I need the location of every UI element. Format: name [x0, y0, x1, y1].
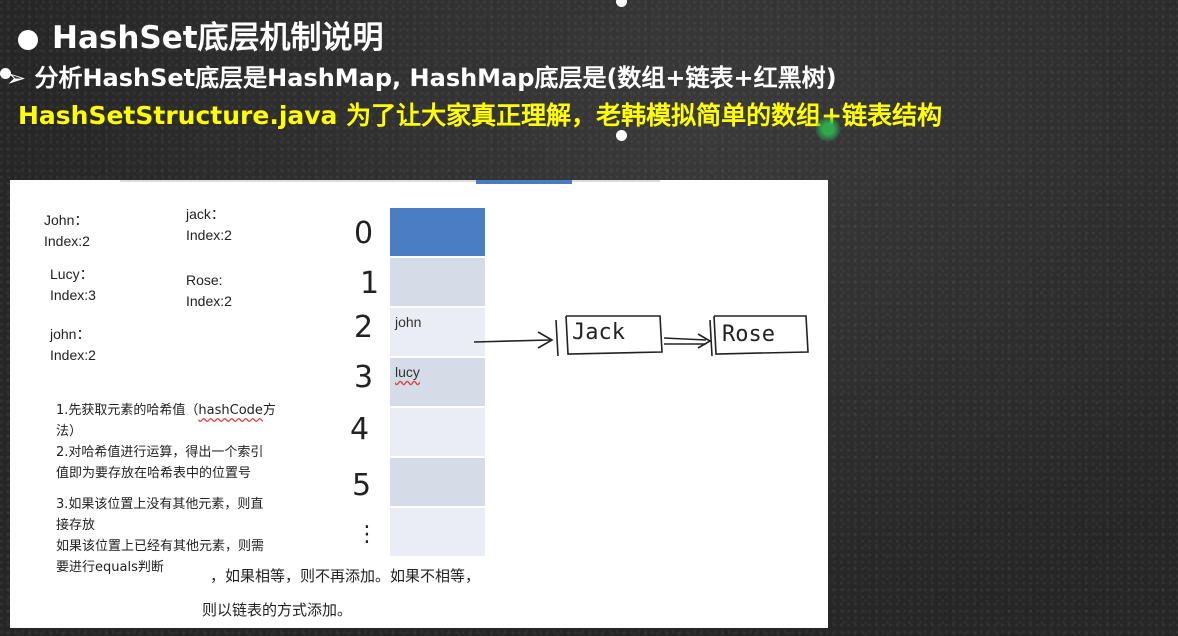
node-rose-left-bar [709, 319, 713, 357]
slide-title: HashSet底层机制说明 [18, 12, 384, 57]
selection-handle-left[interactable] [0, 68, 11, 79]
entry-john-upper: John： Index:2 [44, 210, 90, 252]
node-jack-box [565, 315, 663, 355]
entry-jack: jack： Index:2 [186, 204, 232, 246]
entry-index: Index:2 [50, 347, 96, 363]
entry-index: Index:2 [186, 293, 232, 309]
entry-john-lower: john： Index:2 [50, 324, 96, 366]
slot-value: lucy [395, 364, 420, 380]
node-rose-label: Rose [722, 322, 775, 347]
index-label-2: 2 [354, 310, 374, 345]
node-jack-label: Jack [572, 320, 625, 345]
step-3-line-3: 如果该位置上已经有其他元素，则需 [56, 539, 265, 554]
slide-highlight: HashSetStructure.java 为了让大家真正理解，老韩模拟简单的数… [18, 101, 943, 130]
panel-accent-bar [476, 180, 572, 184]
node-jack-left-bar [555, 319, 559, 357]
selection-handle-top[interactable] [616, 0, 627, 7]
step-3-line-5: ，如果相等，则不再添加。如果不相等， [210, 567, 481, 585]
entry-index: Index:2 [186, 227, 232, 243]
table-slot-1 [390, 258, 485, 306]
step-3-line-1: 3.如果该位置上没有其他元素，则直 [56, 497, 264, 512]
step-1-line-1: 1.先获取元素的哈希值（hashCode方 [56, 403, 276, 418]
node-rose-box [713, 315, 809, 355]
step-2-line-2: 值即为要存放在哈希表中的位置号 [56, 466, 252, 481]
entry-name: jack： [186, 206, 225, 222]
arrow-line-slot2-to-jack [473, 339, 551, 343]
arrow-line-jack-to-rose [663, 337, 707, 341]
step-3-line-2: 接存放 [56, 518, 96, 533]
entry-index: Index:3 [50, 287, 96, 303]
entry-index: Index:2 [44, 233, 90, 249]
bullet-icon [18, 29, 38, 50]
table-slot-2: john [390, 308, 485, 356]
selection-handle-bottom[interactable] [616, 130, 627, 141]
index-label-more: ⋮ [356, 522, 378, 547]
table-slot-4 [390, 408, 485, 456]
diagram-panel: John： Index:2 jack： Index:2 Lucy： Index:… [10, 180, 828, 628]
entry-name: John： [44, 212, 89, 228]
slot-value: john [395, 314, 422, 330]
linked-list-drawing [473, 315, 809, 357]
arrow-head-icon [537, 331, 554, 349]
index-label-3: 3 [354, 360, 374, 395]
slide-subtitle: ➢ 分析HashSet底层是HashMap, HashMap底层是(数组+链表+… [6, 64, 837, 92]
step-3-line-4: 要进行equals判断 [56, 560, 164, 575]
step-2-line-1: 2.对哈希值进行运算，得出一个索引 [56, 445, 264, 460]
index-label-4: 4 [350, 412, 370, 447]
index-label-1: 1 [360, 266, 380, 301]
entry-name: Rose: [186, 272, 223, 288]
entry-rose: Rose: Index:2 [186, 270, 232, 312]
entry-lucy: Lucy： Index:3 [50, 264, 96, 306]
steps-text: 1.先获取元素的哈希值（hashCode方 法） 2.对哈希值进行运算，得出一个… [56, 400, 346, 578]
step-3-line-6: 则以链表的方式添加。 [202, 601, 353, 619]
entry-name: john： [50, 326, 91, 342]
table-slot-5 [390, 458, 485, 506]
index-label-0: 0 [354, 216, 374, 251]
table-slot-3: lucy [390, 358, 485, 406]
entry-name: Lucy： [50, 266, 94, 282]
table-slot-6 [390, 508, 485, 556]
pointer-cursor-icon [815, 116, 841, 142]
panel-top-border [120, 180, 660, 182]
step-1-line-2: 法） [56, 424, 83, 439]
arrow-head-icon [697, 333, 712, 349]
table-slot-0 [390, 208, 485, 256]
index-label-5: 5 [352, 468, 372, 503]
slide-title-text: HashSet底层机制说明 [52, 20, 384, 56]
